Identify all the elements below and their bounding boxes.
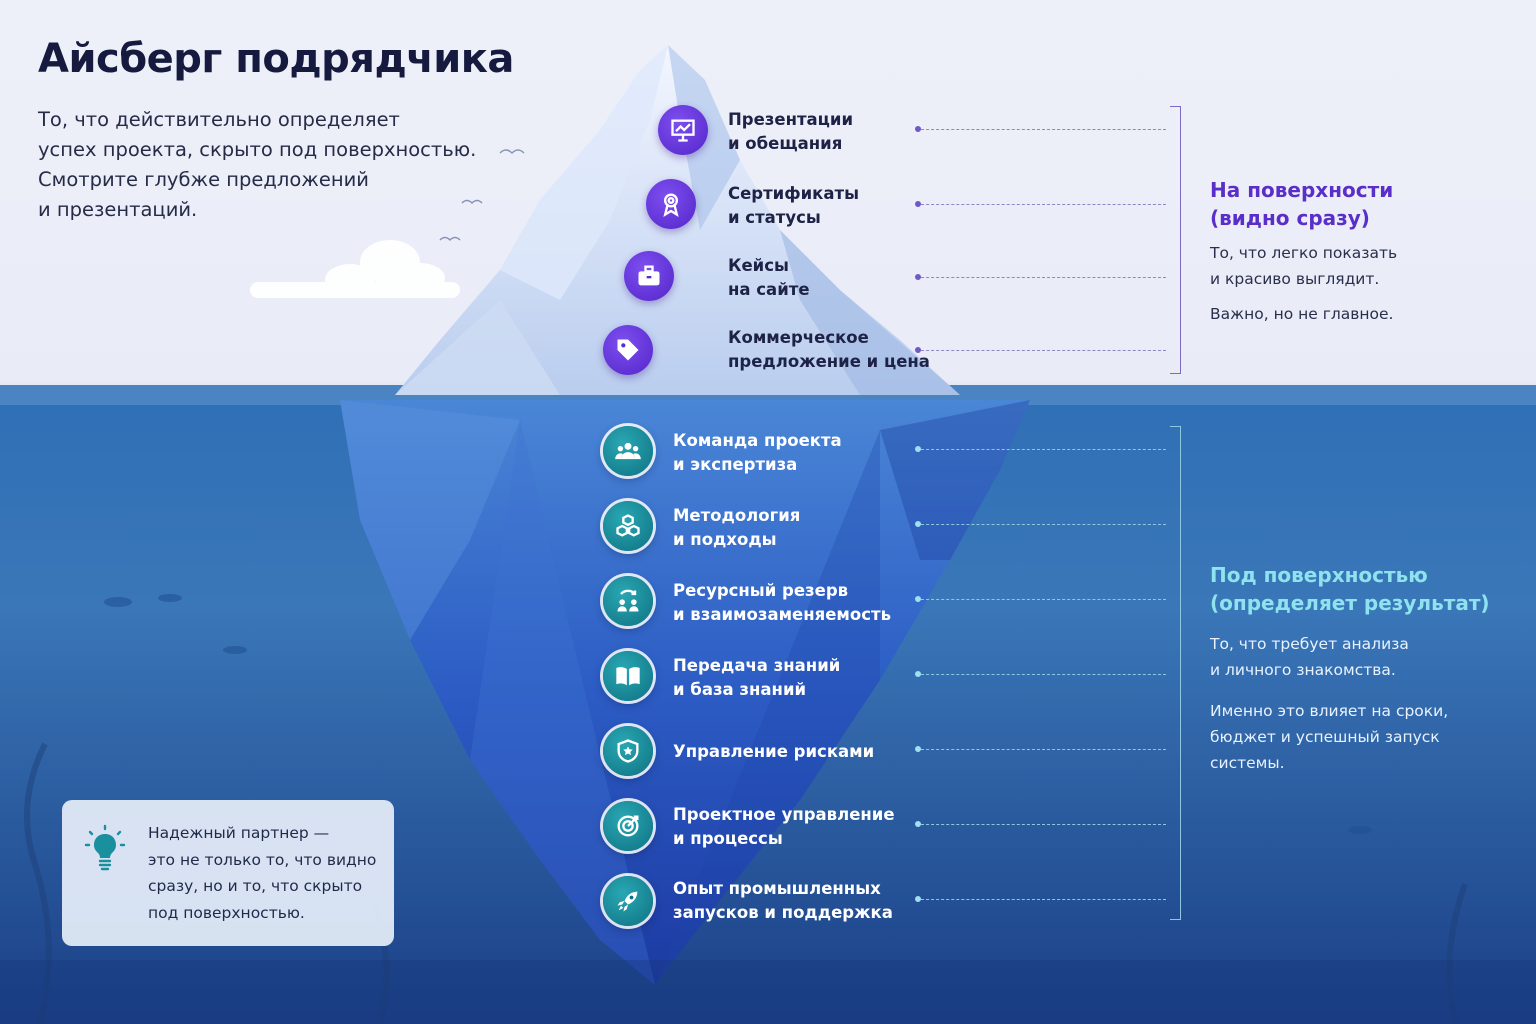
surface-bracket — [1170, 106, 1181, 374]
underwater-heading-line-1: Под поверхностью — [1210, 563, 1428, 587]
intro-line-4: и презентаций. — [38, 198, 198, 221]
underwater-item-1-line-1: Команда проекта — [673, 431, 842, 450]
surface-item-2-line-2: и статусы — [728, 208, 821, 227]
leader-line — [921, 749, 1166, 750]
underwater-item-3-line-2: и взаимозаменяемость — [673, 605, 892, 624]
underwater-text-1: То, что требует анализа — [1210, 635, 1409, 653]
open-book-icon — [603, 651, 653, 701]
target-icon — [603, 801, 653, 851]
leader-line — [921, 204, 1166, 205]
underwater-item-6-line-1: Проектное управление — [673, 805, 895, 824]
presentation-board-icon — [658, 105, 708, 155]
leader-dot — [915, 201, 921, 207]
leader-line — [921, 899, 1166, 900]
page-title: Айсберг подрядчика — [38, 36, 514, 82]
note-line-1: Надежный партнер — — [148, 824, 330, 842]
leader-line — [921, 524, 1166, 525]
underwater-text-2: и личного знакомства. — [1210, 661, 1396, 679]
leader-dot — [915, 746, 921, 752]
underwater-heading-line-2: (определяет результат) — [1210, 591, 1490, 615]
underwater-item-1-line-2: и экспертиза — [673, 455, 798, 474]
leader-line — [921, 277, 1166, 278]
underwater-bracket — [1170, 426, 1181, 920]
briefcase-icon — [624, 251, 674, 301]
surface-text-2: и красиво выглядит. — [1210, 270, 1380, 288]
leader-dot — [915, 821, 921, 827]
leader-dot — [915, 596, 921, 602]
underwater-item-4-line-1: Передача знаний — [673, 656, 841, 675]
leader-dot — [915, 347, 921, 353]
award-ribbon-icon — [646, 179, 696, 229]
underwater-item-5-line-1: Управление рисками — [673, 742, 875, 761]
partner-note: Надежный партнер — это не только то, что… — [62, 800, 394, 946]
underwater-text-5: системы. — [1210, 754, 1285, 772]
underwater-item-4-line-2: и база знаний — [673, 680, 807, 699]
note-line-4: под поверхностью. — [148, 903, 305, 922]
leader-dot — [915, 126, 921, 132]
leader-line — [921, 129, 1166, 130]
leader-line — [921, 350, 1166, 351]
underwater-item-3-line-1: Ресурсный резерв — [673, 581, 849, 600]
underwater-text-3: Именно это влияет на сроки, — [1210, 702, 1449, 720]
leader-line — [921, 824, 1166, 825]
surface-item-4-line-2: предложение и цена — [728, 352, 930, 371]
people-exchange-icon — [603, 576, 653, 626]
surface-heading-line-2: (видно сразу) — [1210, 206, 1370, 230]
leader-dot — [915, 446, 921, 452]
rocket-icon — [603, 876, 653, 926]
underwater-item-6-line-2: и процессы — [673, 829, 783, 848]
leader-dot — [915, 671, 921, 677]
surface-item-1-line-1: Презентации — [728, 110, 854, 129]
underwater-item-2-line-1: Методология — [673, 506, 801, 525]
underwater-text-4: бюджет и успешный запуск — [1210, 728, 1440, 746]
surface-item-3-line-2: на сайте — [728, 280, 810, 299]
underwater-item-2-line-2: и подходы — [673, 530, 777, 549]
intro-line-3: Смотрите глубже предложений — [38, 168, 369, 191]
cubes-icon — [603, 501, 653, 551]
leader-dot — [915, 274, 921, 280]
price-tag-icon — [603, 325, 653, 375]
leader-dot — [915, 896, 921, 902]
lightbulb-icon — [84, 824, 126, 874]
surface-item-2-line-1: Сертификаты — [728, 184, 859, 203]
underwater-item-7-line-1: Опыт промышленных — [673, 879, 881, 898]
surface-item-4-line-1: Коммерческое — [728, 328, 869, 347]
underwater-item-7-line-2: запусков и поддержка — [673, 903, 893, 922]
surface-heading-line-1: На поверхности — [1210, 178, 1394, 202]
shield-icon — [603, 726, 653, 776]
surface-text-1: То, что легко показать — [1210, 244, 1398, 262]
leader-dot — [915, 521, 921, 527]
surface-item-1-line-2: и обещания — [728, 134, 843, 153]
team-icon — [603, 426, 653, 476]
intro-line-2: успех проекта, скрыто под поверхностью. — [38, 138, 477, 161]
surface-text-3: Важно, но не главное. — [1210, 305, 1394, 323]
leader-line — [921, 599, 1166, 600]
leader-line — [921, 449, 1166, 450]
note-line-2: это не только то, что видно — [148, 850, 377, 869]
intro-line-1: То, что действительно определяет — [38, 108, 400, 131]
leader-line — [921, 674, 1166, 675]
note-line-3: сразу, но и то, что скрыто — [148, 877, 363, 895]
surface-item-3-line-1: Кейсы — [728, 256, 789, 275]
